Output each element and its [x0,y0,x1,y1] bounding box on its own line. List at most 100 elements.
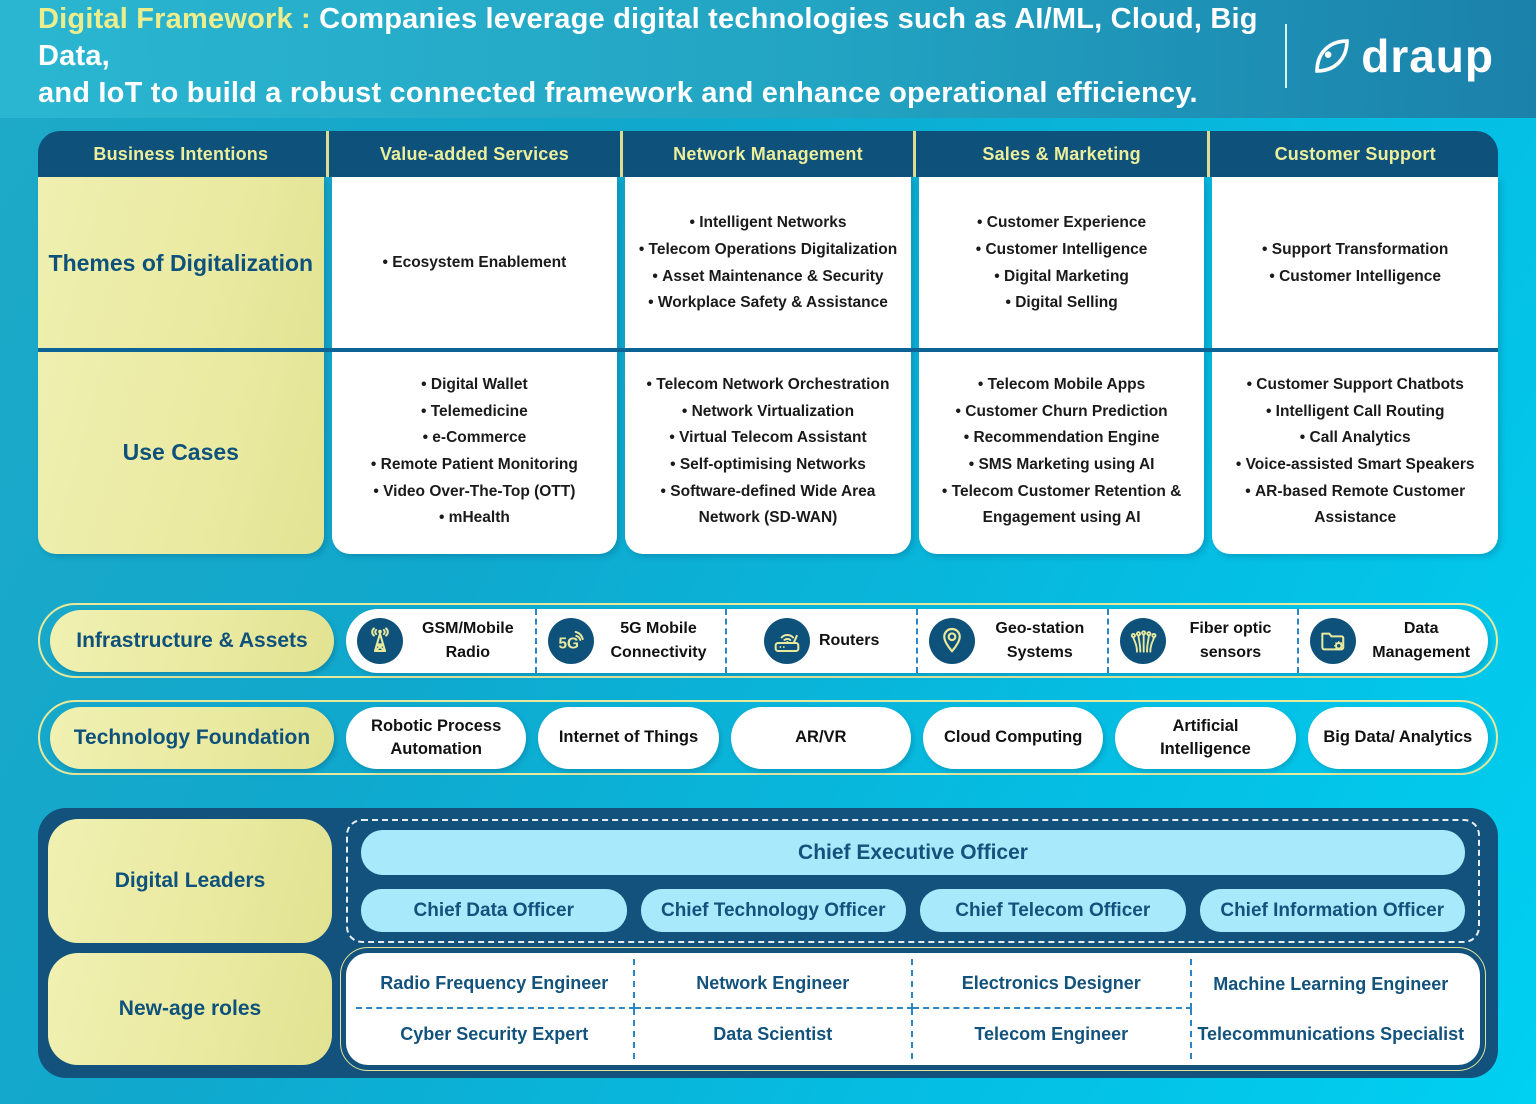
gsm-tower-icon [356,617,403,664]
people-panel: Digital Leaders Chief Executive Officer … [38,808,1498,1078]
theme-item: Customer Intelligence [976,237,1147,264]
new-age-roles-label: New-age roles [48,953,332,1065]
column-header-business-intentions: Business Intentions [93,143,269,164]
brand-area: draup [1285,24,1494,88]
fiber-optic-icon [1119,617,1166,664]
use-case-item: Telecom Network Orchestration [647,372,889,399]
page-header: Digital Framework : Companies leverage d… [0,0,1536,118]
use-case-item: Telemedicine [421,399,528,426]
theme-item: Customer Intelligence [1269,264,1441,291]
theme-item: Telecom Operations Digitalization [639,237,898,264]
column-header-band: Business Intentions Value-added Services… [38,131,1498,177]
tech-pill-ai: Artificial Intelligence [1115,706,1296,769]
theme-item: Intelligent Networks [689,210,846,237]
role-radio-frequency-engineer: Radio Frequency Engineer [356,959,635,1009]
infra-item-5g-connectivity: 5G 5G Mobile Connectivity [534,608,726,673]
use-case-item: Software-defined Wide Area Network (SD-W… [631,479,905,532]
technology-strip: Robotic Process Automation Internet of T… [346,706,1488,769]
column-header-customer-support: Customer Support [1206,131,1498,177]
tech-pill-cloud: Cloud Computing [922,706,1104,769]
use-case-item: Voice-assisted Smart Speakers [1236,452,1475,479]
infrastructure-assets-label: Infrastructure & Assets [50,609,334,672]
column-header-sales-marketing: Sales & Marketing [913,131,1205,177]
technology-foundation-label: Technology Foundation [50,706,334,769]
infra-item-fiber-optic: Fiber optic sensors [1106,608,1298,673]
matrix-grid: Themes of Digitalization Ecosystem Enabl… [38,177,1498,554]
row-label-themes: Themes of Digitalization [38,177,324,350]
use-case-item: AR-based Remote Customer Assistance [1218,479,1492,532]
use-case-item: Customer Support Chatbots [1247,372,1464,399]
infra-item-routers: Routers [725,608,916,673]
infrastructure-assets-row: Infrastructure & Assets GSM/Mobile Radio… [38,603,1498,678]
row-divider [38,348,1498,352]
use-case-item: Video Over-The-Top (OTT) [373,479,575,506]
ceo-pill: Chief Executive Officer [361,830,1465,875]
role-data-scientist: Data Scientist [635,1009,913,1059]
svg-text:5G: 5G [558,635,578,652]
theme-item: Workplace Safety & Assistance [648,290,888,317]
logo-text: draup [1361,30,1494,82]
officer-cio: Chief Information Officer [1199,889,1465,932]
officer-cteo: Chief Telecom Officer [920,889,1186,932]
use-cases-network-management: Telecom Network OrchestrationNetwork Vir… [625,350,911,554]
new-age-roles-row: New-age roles Radio Frequency Engineer N… [48,947,1486,1071]
leaders-box: Chief Executive Officer Chief Data Offic… [346,819,1480,943]
tech-pill-bigdata: Big Data/ Analytics [1307,706,1488,769]
role-cyber-security-expert: Cyber Security Expert [356,1009,635,1059]
infra-item-gsm-mobile-radio: GSM/Mobile Radio [346,609,535,673]
role-electronics-designer: Electronics Designer [913,959,1192,1009]
column-header-network-management: Network Management [619,131,911,177]
geo-pin-icon [928,617,975,664]
column-header-value-added-services: Value-added Services [326,131,618,177]
draup-leaf-icon [1315,39,1349,73]
use-case-item: mHealth [439,505,510,532]
use-cases-customer-support: Customer Support ChatbotsIntelligent Cal… [1212,350,1498,554]
digital-leaders-label: Digital Leaders [48,819,332,943]
use-case-item: SMS Marketing using AI [969,452,1154,479]
theme-item: Digital Selling [1005,290,1117,317]
use-case-item: Virtual Telecom Assistant [669,425,867,452]
draup-logo: draup [1309,29,1494,83]
use-case-item: Telecom Customer Retention & Engagement … [925,479,1199,532]
theme-item: Ecosystem Enablement [383,250,566,277]
use-case-item: Intelligent Call Routing [1266,399,1445,426]
roles-grid: Radio Frequency Engineer Network Enginee… [340,947,1486,1071]
tech-pill-iot: Internet of Things [538,706,719,769]
themes-sales-marketing: Customer ExperienceCustomer Intelligence… [918,177,1205,350]
tech-pill-rpa: Robotic Process Automation [346,706,527,769]
use-cases-sales-marketing: Telecom Mobile AppsCustomer Churn Predic… [918,350,1205,554]
framework-matrix: Business Intentions Value-added Services… [38,131,1498,554]
infra-item-geo-station: Geo-station Systems [916,608,1107,673]
role-network-engineer: Network Engineer [634,959,913,1009]
technology-foundation-row: Technology Foundation Robotic Process Au… [38,700,1498,775]
use-case-item: Recommendation Engine [964,425,1159,452]
themes-customer-support: Support TransformationCustomer Intellige… [1212,177,1498,350]
data-folder-icon [1310,617,1357,664]
use-case-item: Telecom Mobile Apps [978,372,1146,399]
use-case-item: Remote Patient Monitoring [371,452,578,479]
theme-item: Digital Marketing [994,264,1129,291]
use-case-item: e-Commerce [423,425,526,452]
officers-row: Chief Data Officer Chief Technology Offi… [361,889,1465,932]
theme-item: Customer Experience [977,210,1146,237]
infrastructure-strip: GSM/Mobile Radio 5G 5G Mobile Connectivi… [346,608,1488,673]
use-case-item: Self-optimising Networks [670,452,866,479]
router-icon [763,617,810,664]
logo-separator [1285,24,1288,88]
themes-network-management: Intelligent NetworksTelecom Operations D… [625,177,911,350]
role-telecommunications-specialist: Telecommunications Specialist [1197,1023,1465,1044]
tech-pill-arvr: AR/VR [730,706,911,769]
page-title: Digital Framework : Companies leverage d… [38,1,1285,112]
title-line2: and IoT to build a robust connected fram… [38,76,1198,109]
use-case-item: Digital Wallet [421,372,528,399]
use-case-item: Network Virtualization [682,399,855,426]
role-telecom-engineer: Telecom Engineer [913,1009,1192,1059]
digital-leaders-row: Digital Leaders Chief Executive Officer … [48,819,1480,943]
title-highlight: Digital Framework : [38,2,311,35]
infra-item-data-management: Data Management [1297,608,1488,673]
use-cases-value-added-services: Digital WalletTelemedicinee-CommerceRemo… [331,350,618,554]
role-machine-learning-engineer: Machine Learning Engineer [1213,973,1449,994]
row-label-use-cases: Use Cases [38,350,324,554]
theme-item: Support Transformation [1262,237,1449,264]
